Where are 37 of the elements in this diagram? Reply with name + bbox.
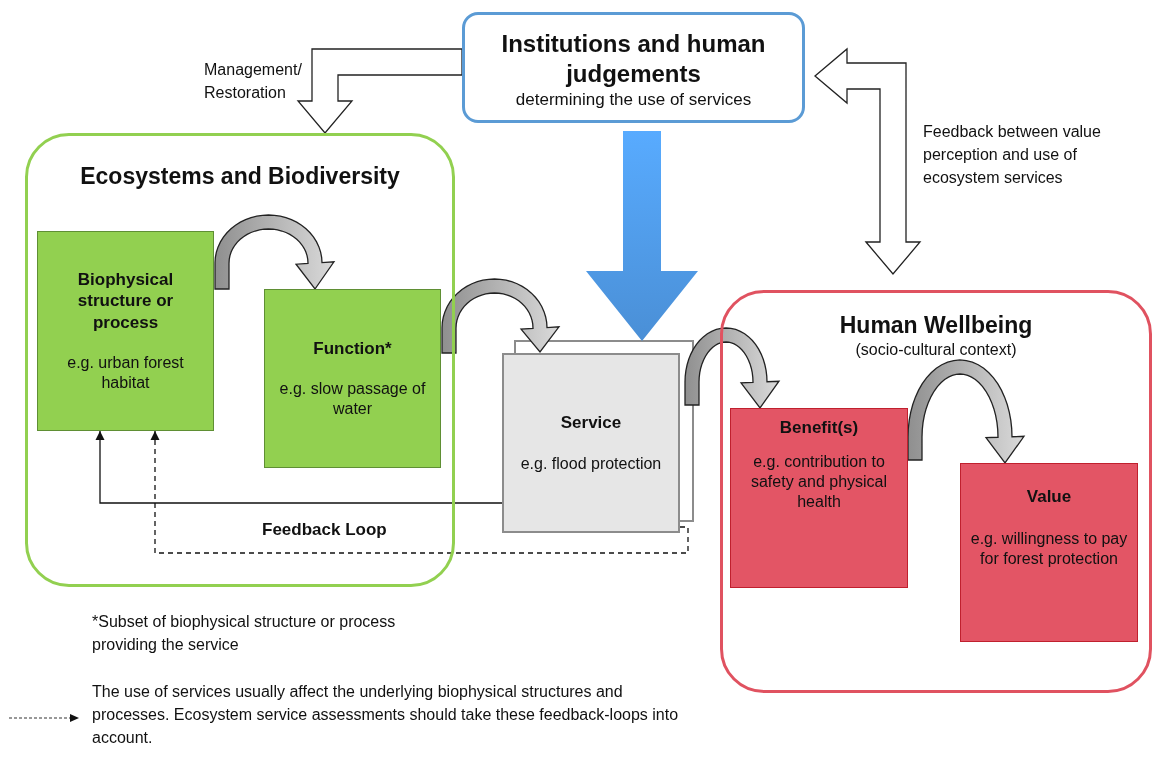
process-box bbox=[37, 231, 214, 431]
node-description: e.g. slow passage of water bbox=[278, 379, 427, 420]
node-description: e.g. flood protection bbox=[520, 453, 662, 474]
node-description: determining the use of services bbox=[515, 88, 752, 111]
block-arrow bbox=[586, 131, 698, 341]
node-heading: Benefit(s) bbox=[779, 417, 859, 439]
legend-text: The use of services usually affect the underlying biophysical structures and processes. Ecosystem service assessments should take these feedback-loops into account. bbox=[92, 682, 680, 749]
node-heading: Human Wellbeing bbox=[839, 311, 1033, 340]
institutions-box bbox=[462, 12, 805, 123]
curved-arrow bbox=[684, 327, 781, 410]
curved-arrow bbox=[214, 214, 336, 291]
wellbeing-panel bbox=[720, 290, 1152, 693]
node-heading: Biophysical structure or process bbox=[76, 269, 175, 333]
service-box bbox=[502, 353, 680, 533]
curved-arrow bbox=[907, 359, 1026, 465]
curved-arrow bbox=[441, 278, 561, 354]
edge-label: Feedback between value perception and use of ecosystem services bbox=[923, 122, 1102, 189]
footnote: *Subset of biophysical structure or process providing the service bbox=[92, 612, 397, 656]
node-heading: Value bbox=[1026, 486, 1072, 508]
node-heading: Service bbox=[560, 412, 622, 434]
value-box bbox=[960, 463, 1138, 642]
process-box bbox=[264, 289, 441, 468]
block-arrow bbox=[296, 48, 463, 134]
node-heading: Function* bbox=[313, 337, 392, 360]
edge-label: Management/ Restoration bbox=[204, 60, 303, 104]
node-description: e.g. willingness to pay for forest protection bbox=[969, 529, 1129, 570]
node-heading: Institutions and human judgements bbox=[500, 28, 767, 89]
benefit-box bbox=[730, 408, 908, 588]
ecosystem-panel bbox=[25, 133, 455, 587]
node-description: e.g. urban forest habitat bbox=[66, 352, 185, 393]
loop-label: Feedback Loop bbox=[262, 519, 388, 541]
arrow bbox=[150, 430, 689, 554]
node-heading: Ecosystems and Biodiversity bbox=[80, 162, 400, 191]
node-description: e.g. contribution to safety and physical health bbox=[749, 452, 889, 513]
block-arrow bbox=[814, 47, 922, 275]
node-description: (socio-cultural context) bbox=[855, 339, 1017, 360]
arrow bbox=[95, 430, 503, 504]
